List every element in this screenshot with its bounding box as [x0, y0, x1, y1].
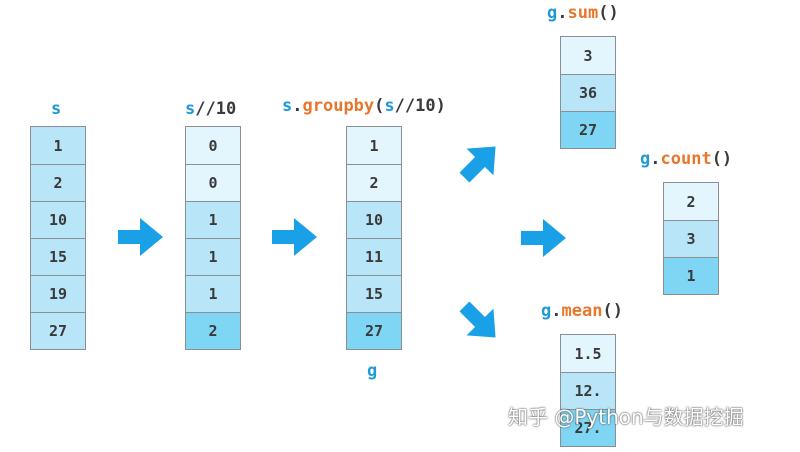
arrow-right-icon [521, 219, 566, 257]
arrow-right-icon [118, 218, 163, 256]
cell-count-0: 2 [664, 183, 718, 220]
cell-s-floordiv-3: 1 [186, 238, 240, 275]
cell-groupby-2: 10 [347, 201, 401, 238]
cell-s-5: 27 [31, 312, 85, 349]
column-count: 2 3 1 [663, 182, 719, 295]
cell-s-floordiv-2: 1 [186, 201, 240, 238]
cell-groupby-1: 2 [347, 164, 401, 201]
label-g: g [367, 361, 378, 381]
cell-s-floordiv-4: 1 [186, 275, 240, 312]
arrow-right-icon [272, 218, 317, 256]
watermark: 知乎 @Python与数据挖掘 [508, 405, 744, 429]
cell-sum-2: 27 [561, 111, 615, 148]
label-s: s [51, 99, 62, 119]
cell-groupby-4: 15 [347, 275, 401, 312]
cell-s-floordiv-0: 0 [186, 127, 240, 164]
cell-mean-2: 27. [561, 409, 615, 446]
arrow-up-right-icon [459, 146, 496, 183]
label-mean: g.mean() [541, 301, 623, 321]
label-sum: g.sum() [547, 3, 619, 23]
cell-sum-1: 36 [561, 74, 615, 111]
label-count: g.count() [640, 149, 733, 169]
cell-s-2: 10 [31, 201, 85, 238]
column-sum: 3 36 27 [560, 36, 616, 149]
cell-s-1: 2 [31, 164, 85, 201]
cell-sum-0: 3 [561, 37, 615, 74]
cell-groupby-3: 11 [347, 238, 401, 275]
column-s: 1 2 10 15 19 27 [30, 126, 86, 350]
label-s-floordiv: s//10 [185, 99, 237, 119]
cell-groupby-0: 1 [347, 127, 401, 164]
cell-s-0: 1 [31, 127, 85, 164]
cell-count-2: 1 [664, 257, 718, 294]
cell-s-floordiv-5: 2 [186, 312, 240, 349]
cell-mean-0: 1.5 [561, 335, 615, 372]
label-groupby: s.groupby(s//10) [282, 96, 446, 116]
cell-mean-1: 12. [561, 372, 615, 409]
column-groupby: 1 2 10 11 15 27 [346, 126, 402, 350]
cell-groupby-5: 27 [347, 312, 401, 349]
column-mean: 1.5 12. 27. [560, 334, 616, 447]
cell-s-3: 15 [31, 238, 85, 275]
arrow-down-right-icon [459, 301, 496, 338]
column-s-floordiv: 0 0 1 1 1 2 [185, 126, 241, 350]
cell-s-4: 19 [31, 275, 85, 312]
cell-s-floordiv-1: 0 [186, 164, 240, 201]
cell-count-1: 3 [664, 220, 718, 257]
